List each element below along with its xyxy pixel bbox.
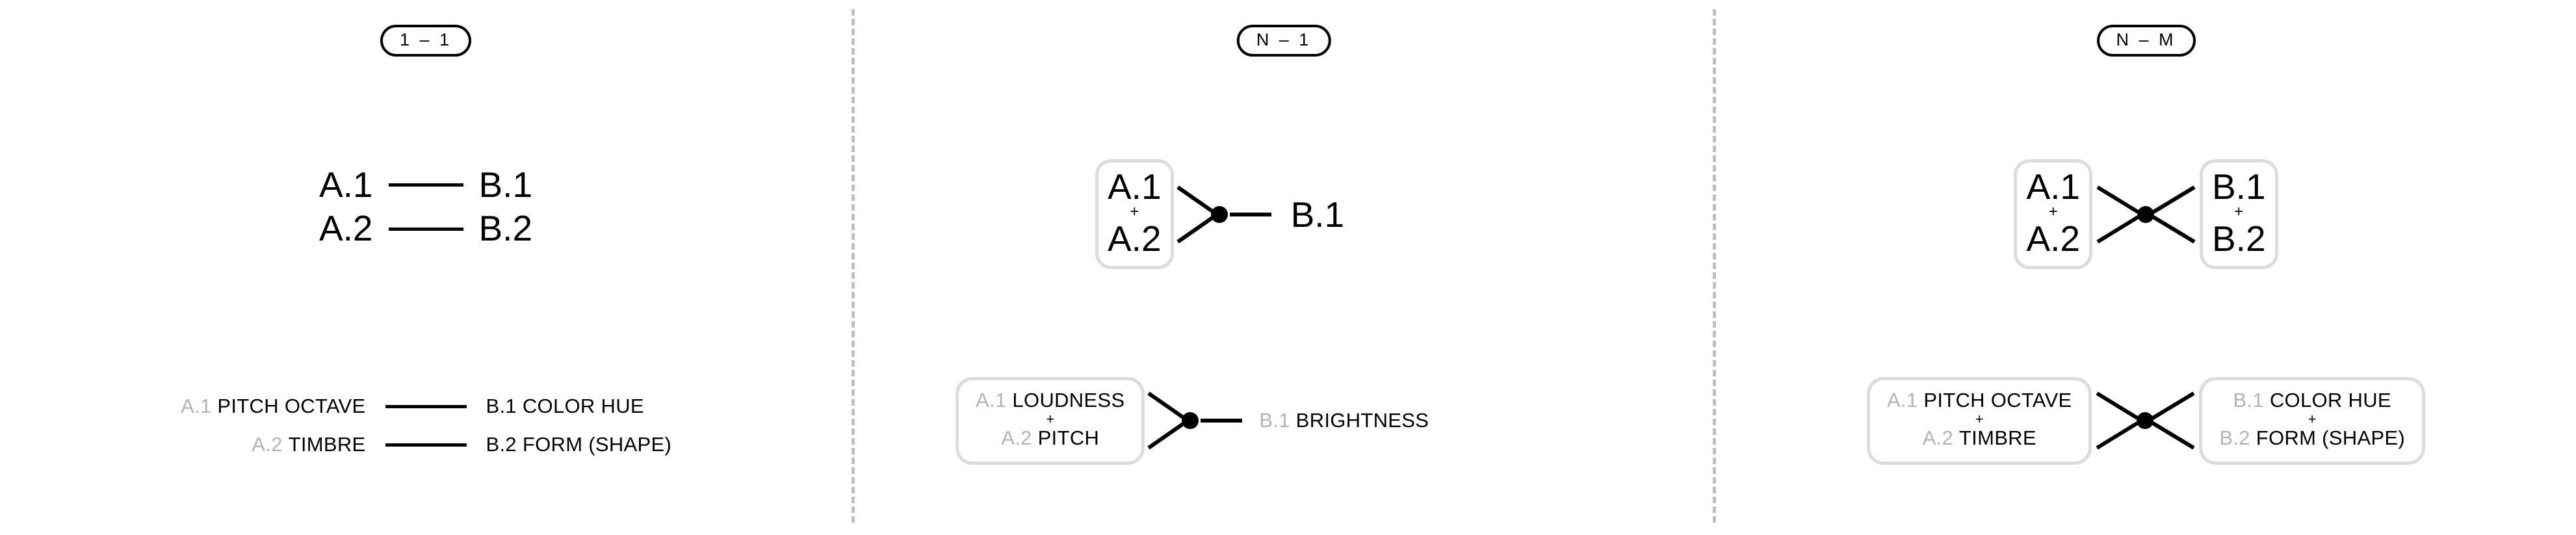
fan-in-out-connector — [2096, 185, 2196, 244]
concrete-source-1: A.1 LOUDNESS — [976, 389, 1125, 412]
abstract-diagram-many-to-one: A.1 + A.2 B.1 — [855, 159, 1713, 270]
abstract-target-b1: B.1 — [478, 164, 533, 205]
abstract-diagram-many-to-many: A.1 + A.2 B.1 + B.2 — [1716, 159, 2576, 270]
source-prefix: A.1 — [1886, 389, 1918, 411]
concrete-source-1: A.1 PITCH OCTAVE — [86, 395, 366, 418]
fan-in-out-connector — [2096, 391, 2195, 450]
plus-operator: + — [1975, 410, 1984, 427]
concrete-source-group: A.1 LOUDNESS + A.2 PITCH — [956, 377, 1145, 465]
panel-divider-1 — [852, 9, 855, 523]
source-prefix: A.2 — [1922, 426, 1953, 449]
plus-operator: + — [2048, 203, 2058, 221]
abstract-pair-row: A.2 B.2 — [253, 209, 599, 248]
concrete-target-1: B.1 BRIGHTNESS — [1259, 408, 1429, 432]
source-term: PITCH — [1037, 426, 1100, 449]
abstract-source-a1: A.1 — [319, 164, 373, 205]
target-prefix: B.1 — [486, 395, 517, 417]
badge-many-to-one: N – 1 — [1236, 25, 1331, 57]
concrete-target-2: B.2 FORM (SHAPE) — [486, 432, 766, 456]
abstract-source-group: A.1 + A.2 — [1095, 159, 1174, 270]
concrete-source-2: A.2 TIMBRE — [1922, 426, 2036, 450]
source-term: TIMBRE — [288, 432, 366, 456]
badge-many-to-many: N – M — [2096, 25, 2196, 57]
concrete-source-1: A.1 PITCH OCTAVE — [1887, 389, 2072, 412]
abstract-source-a1: A.1 — [2026, 166, 2080, 207]
abstract-target-b2: B.2 — [2212, 218, 2266, 259]
abstract-source-a1: A.1 — [1108, 166, 1162, 207]
panel-divider-2 — [1713, 9, 1716, 523]
panel-many-to-many: N – M A.1 + A.2 B.1 + B.2 — [1716, 0, 2576, 535]
source-term: LOUDNESS — [1012, 389, 1125, 411]
abstract-target-b2: B.2 — [478, 208, 533, 249]
target-term: FORM (SHAPE) — [522, 432, 672, 456]
target-term: BRIGHTNESS — [1295, 408, 1429, 432]
connector-line — [388, 227, 463, 231]
source-prefix: A.2 — [1001, 426, 1032, 449]
concrete-pair-row: A.1 PITCH OCTAVE B.1 COLOR HUE — [86, 395, 766, 418]
abstract-source-a2: A.2 — [2026, 218, 2080, 259]
source-term: PITCH OCTAVE — [217, 395, 366, 417]
abstract-target-group: B.1 + B.2 — [2200, 159, 2278, 270]
concrete-target-1: B.1 COLOR HUE — [486, 395, 766, 418]
target-term: FORM (SHAPE) — [2256, 426, 2405, 449]
plus-operator: + — [1046, 410, 1055, 427]
concrete-target-2: B.2 FORM (SHAPE) — [2219, 426, 2405, 450]
abstract-source-group: A.1 + A.2 — [2014, 159, 2092, 270]
plus-operator: + — [1130, 203, 1139, 221]
connector-line — [388, 183, 463, 187]
abstract-source-a2: A.2 — [319, 208, 373, 249]
plus-operator: + — [2308, 410, 2317, 427]
badge-one-to-one: 1 – 1 — [380, 25, 472, 57]
concrete-example-many-to-many: A.1 PITCH OCTAVE + A.2 TIMBRE B.1 COLOR … — [1716, 377, 2576, 465]
abstract-diagram-one-to-one: A.1 B.1 A.2 B.2 — [0, 164, 852, 248]
target-term: COLOR HUE — [2269, 389, 2391, 411]
abstract-pair-row: A.1 B.1 — [253, 164, 599, 205]
abstract-target-b1: B.1 — [2212, 166, 2266, 207]
target-prefix: B.1 — [1259, 408, 1290, 432]
source-term: PITCH OCTAVE — [1923, 389, 2072, 411]
abstract-target-b1: B.1 — [1290, 194, 1345, 235]
concrete-source-2: A.2 TIMBRE — [86, 432, 366, 456]
panel-many-to-one: N – 1 A.1 + A.2 B.1 A.1 LOUDNESS + — [855, 0, 1713, 535]
abstract-source-a2: A.2 — [1108, 218, 1162, 259]
concrete-source-2: A.2 PITCH — [1001, 426, 1100, 450]
source-prefix: A.1 — [976, 389, 1007, 411]
target-prefix: B.2 — [486, 432, 517, 456]
concrete-source-group: A.1 PITCH OCTAVE + A.2 TIMBRE — [1866, 377, 2092, 465]
concrete-pair-row: A.2 TIMBRE B.2 FORM (SHAPE) — [86, 432, 766, 456]
concrete-target-group: B.1 COLOR HUE + B.2 FORM (SHAPE) — [2199, 377, 2425, 465]
target-term: COLOR HUE — [522, 395, 644, 417]
connector-line — [385, 404, 467, 408]
fan-in-connector — [1147, 391, 1243, 450]
concrete-example-many-to-one: A.1 LOUDNESS + A.2 PITCH B.1 BRIGHTNESS — [855, 377, 1713, 465]
plus-operator: + — [2234, 203, 2244, 221]
source-prefix: A.1 — [181, 395, 212, 417]
target-prefix: B.1 — [2233, 389, 2264, 411]
target-prefix: B.2 — [2219, 426, 2250, 449]
concrete-example-one-to-one: A.1 PITCH OCTAVE B.1 COLOR HUE A.2 TIMBR… — [0, 395, 852, 456]
panel-one-to-one: 1 – 1 A.1 B.1 A.2 B.2 A.1 PITCH OCTAVE — [0, 0, 852, 535]
source-prefix: A.2 — [252, 432, 283, 456]
source-term: TIMBRE — [1958, 426, 2036, 449]
fan-in-connector — [1176, 185, 1271, 244]
concrete-target-1: B.1 COLOR HUE — [2233, 389, 2391, 412]
connector-line — [385, 443, 467, 447]
